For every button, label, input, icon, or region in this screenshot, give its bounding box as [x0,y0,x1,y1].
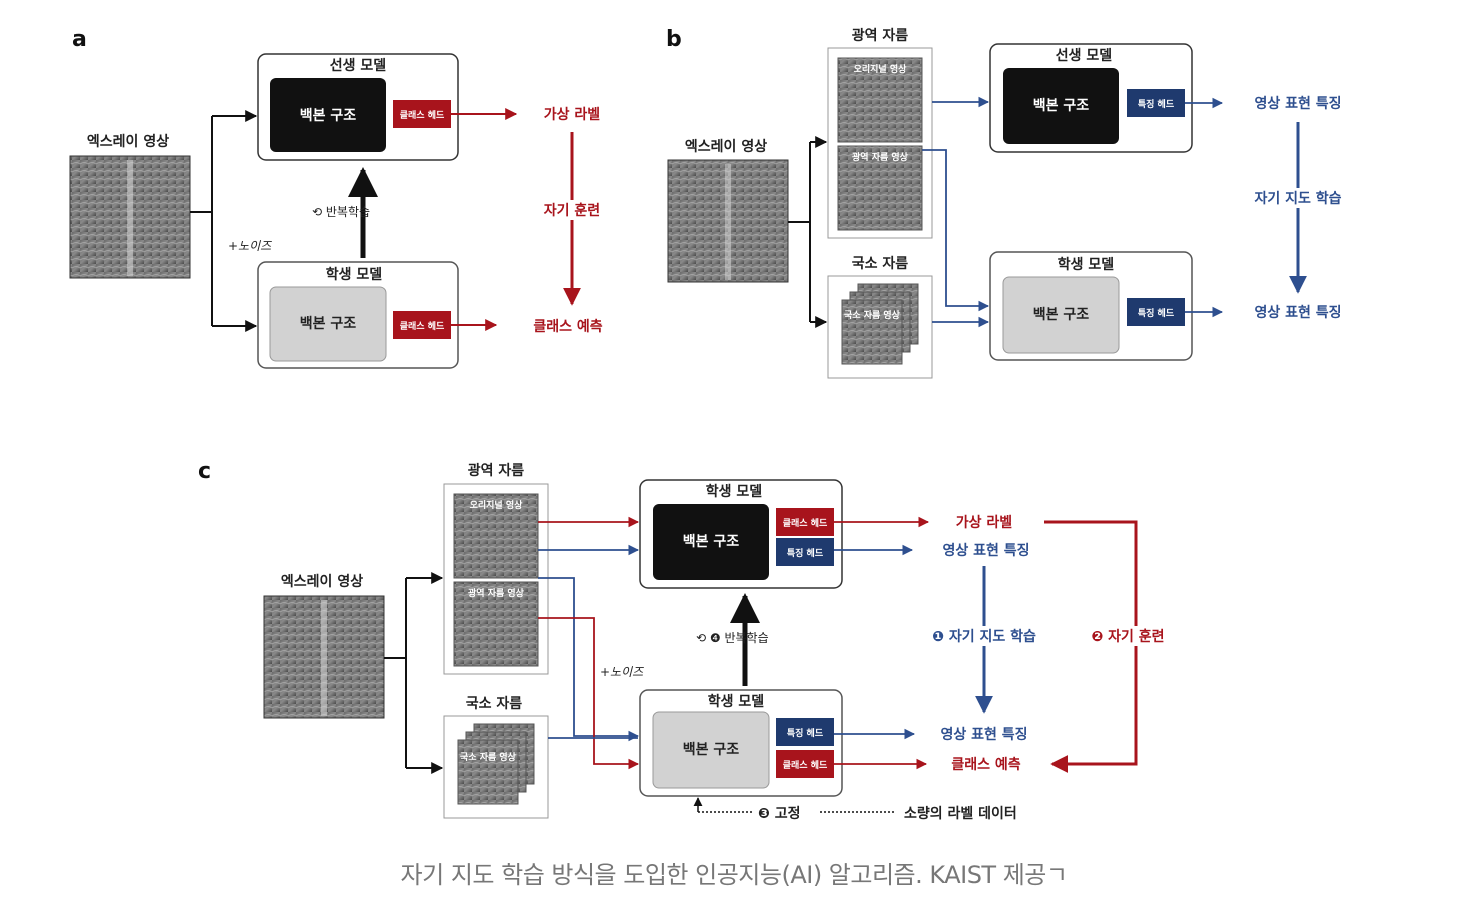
c-self-supervised-label: ❶ 자기 지도 학습 [932,629,1036,645]
c-global-crop-image [453,581,539,667]
b-student-backbone-label: 백본 구조 [1033,307,1090,323]
a-teacher-title: 선생 모델 [330,58,387,74]
c-pseudo-label: 가상 라벨 [956,515,1013,531]
c-class-pred-label: 클래스 예측 [951,757,1020,773]
b-student-backbone [1002,276,1120,354]
c-global-crop-image-label: 광역 자름 영상 [468,587,525,599]
c-bottom-feature-head-label: 특징 헤드 [787,727,824,739]
c-iterate-icon: ⟲ [696,631,710,645]
b-xray-label: 엑스레이 영상 [685,138,767,155]
a-student-title: 학생 모델 [326,267,383,283]
c-bottom-feature-out: 영상 표현 특징 [940,726,1027,743]
panel-b-letter: b [666,27,682,52]
b-global-crop-image [837,145,923,231]
c-local-crop-image-label: 국소 자름 영상 [460,751,517,763]
c-top-backbone-label: 백본 구조 [683,534,740,550]
a-student-class-head-label: 클래스 헤드 [400,320,445,332]
c-top-class-head-label: 클래스 헤드 [783,517,828,529]
panel-b: b 엑스레이 영상 광역 자름 오리지널 영상 광역 자름 영상 국소 자름 국… [666,27,1352,379]
panel-c: c 엑스레이 영상 광역 자름 오리지널 영상 광역 자름 영상 국소 자름 국… [198,459,1172,822]
b-teacher-feature-head-label: 특징 헤드 [1138,98,1175,110]
b-teacher-feature-head [1127,89,1185,117]
b-global-crop-image-label: 광역 자름 영상 [852,151,909,163]
a-teacher-backbone-label: 백본 구조 [300,108,357,124]
a-class-pred-label: 클래스 예측 [533,319,602,335]
c-bottom-backbone [652,711,770,789]
b-student-title: 학생 모델 [1058,257,1115,273]
b-student-feature-head-label: 특징 헤드 [1138,307,1175,319]
c-local-crop-label: 국소 자름 [466,696,523,712]
b-teacher-feature-out: 영상 표현 특징 [1254,95,1341,112]
b-student-feature-out: 영상 표현 특징 [1254,304,1341,321]
a-iterate-icon: ⟲ [312,205,326,219]
a-student-backbone [269,286,387,362]
c-bottom-student-title: 학생 모델 [708,694,765,710]
b-teacher-backbone [1003,68,1119,144]
c-self-training-label: ❷ 자기 훈련 [1091,628,1164,645]
c-local-crop-stack [457,723,535,805]
a-student-backbone-label: 백본 구조 [300,316,357,332]
c-iterate-text: ❹ 반복학습 [710,631,769,645]
c-global-crop-label: 광역 자름 [468,462,525,479]
a-pseudo-label: 가상 라벨 [544,107,601,123]
b-xray-image [667,159,789,283]
panel-a: a 엑스레이 영상 +노이즈 선생 모델 백본 구조 클래스 헤드 가상 라벨 … [69,27,608,369]
c-bottom-class-head-label: 클래스 헤드 [783,759,828,771]
a-iterate-label: ⟲ 반복학습 [312,205,370,219]
c-top-student-title: 학생 모델 [706,484,763,500]
c-top-feature-out: 영상 표현 특징 [942,542,1029,559]
b-teacher-title: 선생 모델 [1056,48,1113,64]
figure-caption: 자기 지도 학습 방식을 도입한 인공지능(AI) 알고리즘. KAIST 제공… [400,861,1068,889]
c-xray-label: 엑스레이 영상 [281,573,363,590]
a-teacher-class-head [393,100,451,128]
b-global-crop-label: 광역 자름 [852,27,909,44]
c-iterate-label: ⟲ ❹ 반복학습 [696,631,769,645]
a-noise-label: +노이즈 [228,239,272,253]
c-noise-label: +노이즈 [600,665,644,679]
b-teacher-backbone-label: 백본 구조 [1033,98,1090,114]
a-self-training-label: 자기 훈련 [544,202,600,219]
a-xray-label: 엑스레이 영상 [87,133,169,150]
b-local-crop-stack [841,283,919,365]
panel-c-letter: c [198,459,211,484]
a-teacher-class-head-label: 클래스 헤드 [400,109,445,121]
b-original-image-label: 오리지널 영상 [854,63,908,75]
a-student-class-head [393,311,451,339]
c-original-image-label: 오리지널 영상 [470,499,524,511]
a-xray-image [69,155,191,279]
c-fix-label: ❸ 고정 [758,805,801,822]
panel-a-letter: a [72,27,87,52]
b-local-crop-label: 국소 자름 [852,256,909,272]
c-xray-image [263,595,385,719]
c-top-feature-head-label: 특징 헤드 [787,547,824,559]
c-bottom-backbone-label: 백본 구조 [683,742,740,758]
c-small-labeled-label: 소량의 라벨 데이터 [904,805,1017,822]
c-original-image [453,493,539,579]
a-iterate-text: 반복학습 [326,205,370,219]
a-teacher-backbone [270,78,386,152]
b-local-crop-image-label: 국소 자름 영상 [844,309,901,321]
b-student-feature-head [1127,298,1185,326]
c-bottom-feature-head [776,718,834,746]
c-bottom-class-head [776,750,834,778]
c-top-backbone [653,504,769,580]
b-original-image [837,57,923,143]
c-top-feature-head [776,538,834,566]
c-top-class-head [776,508,834,536]
b-self-supervised-label: 자기 지도 학습 [1254,191,1341,207]
